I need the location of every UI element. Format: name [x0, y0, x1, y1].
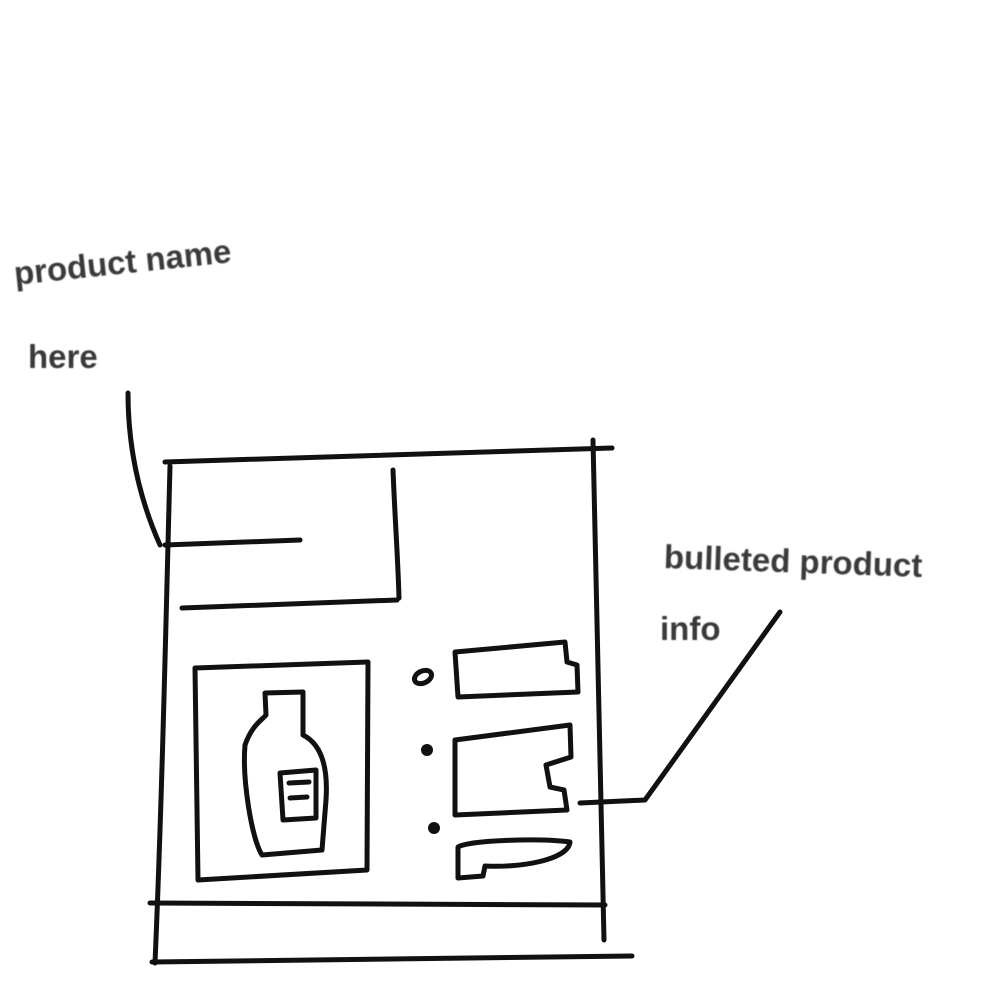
- bullet-marker-2: [421, 744, 433, 756]
- bullet-text-block-2: [452, 722, 574, 818]
- bulleted-info-pointer: [577, 609, 783, 806]
- product-title-block: [162, 467, 402, 611]
- title-placeholder-line: [162, 537, 303, 548]
- frame-left-edge: [152, 463, 173, 966]
- bullet-marker-1: [411, 667, 435, 687]
- bullet-text-block-1: [452, 639, 581, 700]
- frame-top-edge: [162, 445, 615, 465]
- bulleted-product-info: [411, 639, 581, 881]
- footer-divider: [147, 900, 608, 908]
- bottle-icon: [241, 689, 329, 858]
- title-box-right-edge: [390, 467, 402, 601]
- bullet-text-block-3: [455, 837, 573, 881]
- frame-right-edge: [590, 437, 607, 943]
- bulleted-info-annotation-line2: info: [660, 610, 721, 647]
- product-image-placeholder: [192, 659, 371, 883]
- product-name-pointer: [125, 390, 163, 548]
- bullet-marker-3: [428, 822, 440, 834]
- product-card-frame: [147, 437, 635, 966]
- image-box-outline: [192, 659, 371, 883]
- title-box-bottom-edge: [179, 597, 400, 611]
- frame-bottom-edge: [149, 953, 635, 965]
- product-name-annotation-line2: here: [28, 338, 98, 375]
